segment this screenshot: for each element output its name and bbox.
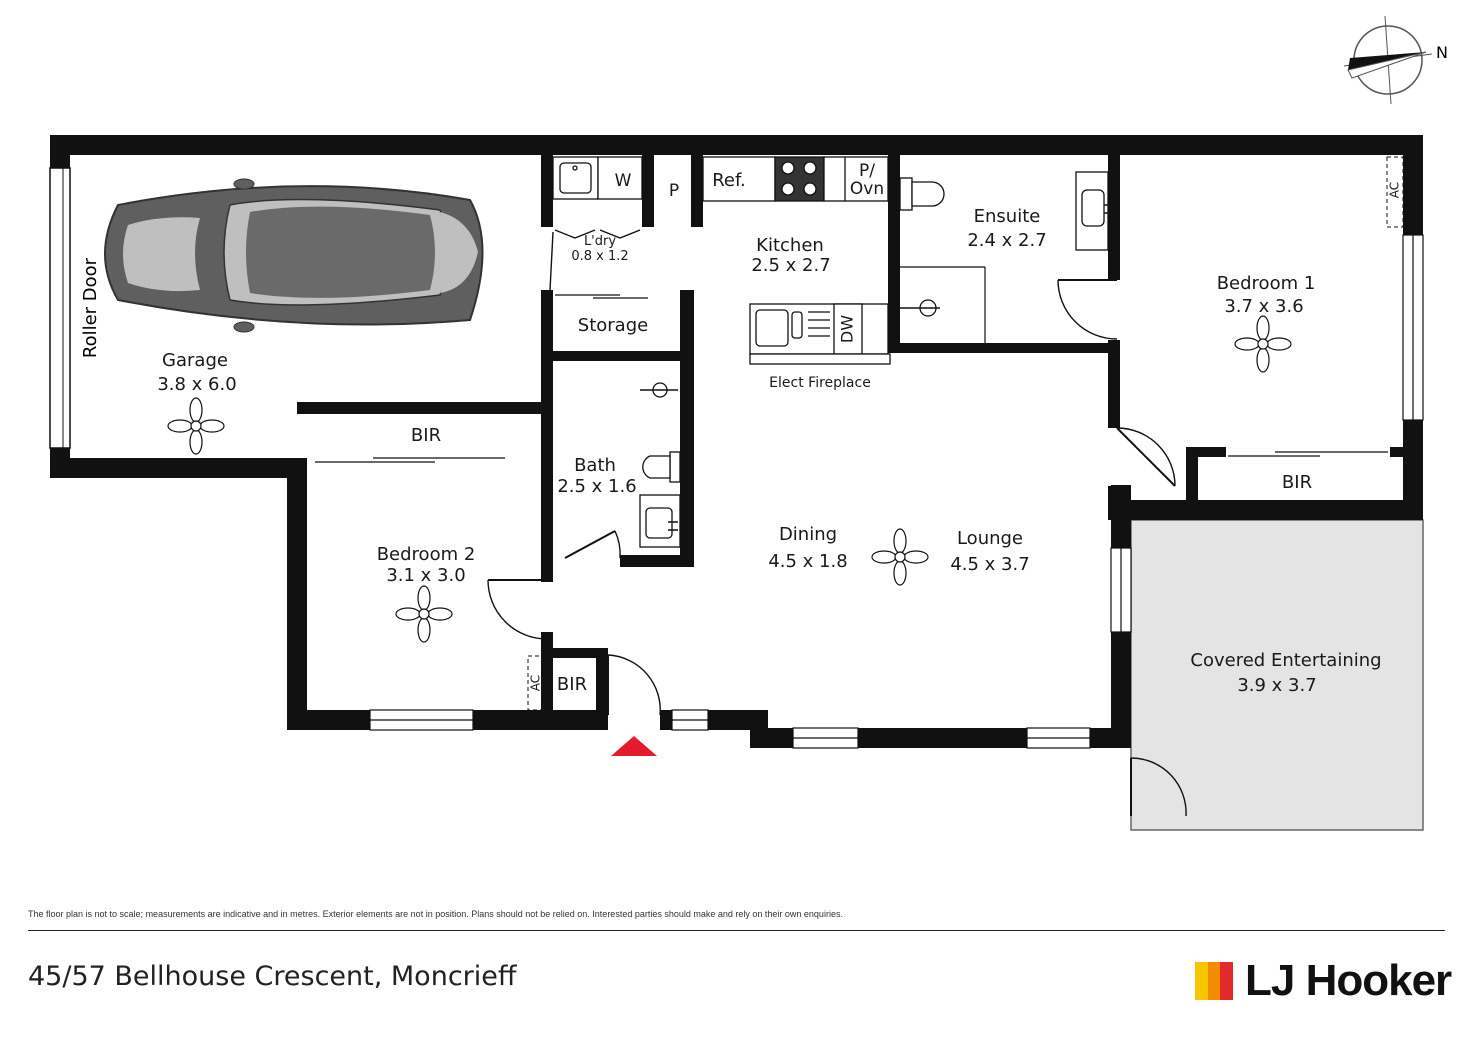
bath-name: Bath (574, 455, 616, 476)
bedroom2-name: Bedroom 2 (377, 544, 476, 565)
washer-label: W (615, 171, 632, 191)
door-swings (487, 229, 1187, 817)
bedroom1-size: 3.7 x 3.6 (1224, 296, 1303, 317)
kitchen-name: Kitchen (756, 235, 824, 256)
fixtures (552, 156, 1109, 548)
tap-symbols (640, 204, 1114, 531)
bedroom2-size: 3.1 x 3.0 (386, 565, 465, 586)
brand-logo: LJ Hooker (1195, 956, 1452, 1005)
laundry-name: L'dry (584, 234, 616, 249)
bir-bedroom2: BIR (411, 425, 441, 446)
oven-label-line1: P/ (859, 161, 875, 181)
oven-label-line2: Ovn (850, 179, 884, 199)
north-arrow-icon (1343, 15, 1433, 105)
windows (369, 234, 1424, 749)
fireplace-label: Elect Fireplace (769, 375, 871, 391)
bir-bedroom1: BIR (1282, 472, 1312, 493)
ensuite-name: Ensuite (974, 206, 1041, 227)
laundry-size: 0.8 x 1.2 (571, 249, 628, 264)
roller-door-label: Roller Door (80, 257, 101, 358)
brand-name: LJ Hooker (1245, 956, 1452, 1005)
dining-name: Dining (779, 524, 837, 545)
walls (50, 135, 1423, 748)
garage-size: 3.8 x 6.0 (157, 374, 236, 395)
bath-size: 2.5 x 1.6 (557, 476, 636, 497)
roller-door (49, 167, 71, 449)
covered-entertaining-area (1130, 519, 1424, 831)
ac-markers (527, 156, 1404, 711)
kitchen-size: 2.5 x 2.7 (751, 255, 830, 276)
dining-size: 4.5 x 1.8 (768, 551, 847, 572)
ac-label-bedroom1: AC (1388, 182, 1402, 198)
lounge-size: 4.5 x 3.7 (950, 554, 1029, 575)
ensuite-size: 2.4 x 2.7 (967, 230, 1046, 251)
fridge-label: Ref. (712, 170, 746, 191)
north-label: N (1436, 43, 1448, 62)
ceiling-fans (167, 315, 1292, 643)
sliding-doors (315, 266, 1388, 463)
entertaining-name: Covered Entertaining (1190, 650, 1381, 671)
ac-label-hall: AC (529, 675, 543, 691)
car-icon (104, 178, 484, 333)
footer-divider (28, 930, 1445, 931)
entertaining-size: 3.9 x 3.7 (1237, 675, 1316, 696)
lounge-name: Lounge (957, 528, 1023, 549)
pantry-label: P (669, 181, 679, 201)
bir-hall: BIR (557, 674, 587, 695)
entry-marker (611, 736, 657, 756)
storage-name: Storage (578, 315, 648, 336)
dishwasher-label: DW (838, 315, 857, 343)
bedroom1-name: Bedroom 1 (1217, 273, 1316, 294)
brand-logo-icon (1195, 962, 1234, 1000)
floor-plan: Roller Door (49, 15, 1448, 831)
disclaimer: The floor plan is not to scale; measurem… (28, 909, 843, 919)
property-address: 45/57 Bellhouse Crescent, Moncrieff (28, 961, 517, 992)
garage-name: Garage (162, 350, 228, 371)
